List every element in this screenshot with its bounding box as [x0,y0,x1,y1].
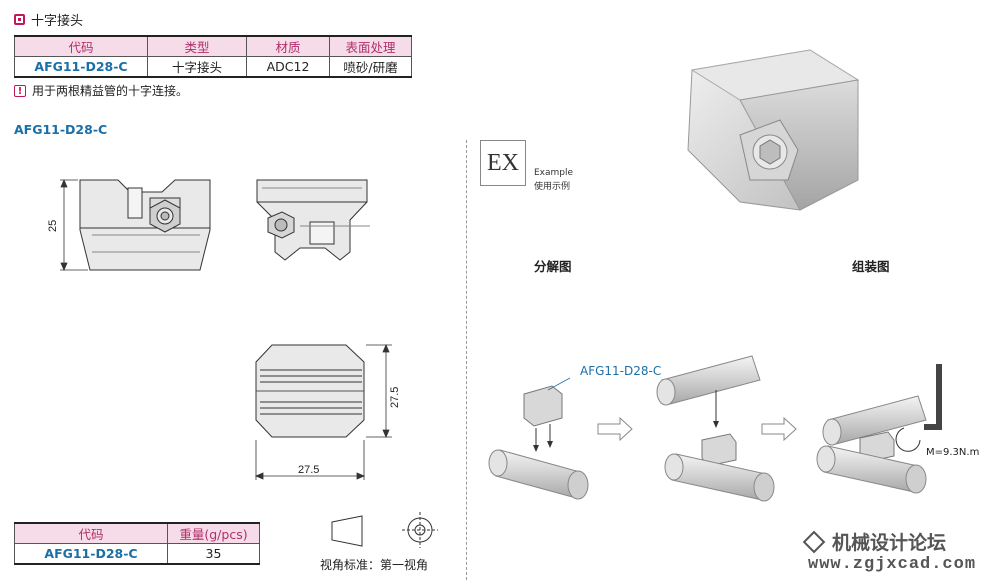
section-marker-icon [14,14,25,25]
watermark-diamond-icon [802,530,826,553]
spec-header-type: 类型 [147,35,247,57]
spec-cell-code: AFG11-D28-C [14,56,148,78]
step-arrow-2 [761,416,797,442]
weight-cell-value: 35 [167,543,260,565]
assembly-step-2 [656,355,775,502]
torque-label: M=9.3N.m [926,447,980,458]
weight-header-code: 代码 [14,522,168,544]
spec-header-material: 材质 [246,35,330,57]
table-row: AFG11-D28-C 35 [14,543,260,565]
spec-header-surface: 表面处理 [329,35,412,57]
example-badge: EX [480,140,526,186]
top-view-drawing [256,179,370,261]
section-title: 十字接头 [14,10,83,29]
spec-cell-material: ADC12 [246,56,330,78]
watermark-url: www.zgjxcad.com [808,555,977,574]
weight-header-weight: 重量(g/pcs) [167,522,260,544]
weight-cell-code: AFG11-D28-C [14,543,168,565]
drawing-title: AFG11-D28-C [14,122,108,137]
assembly-step-1 [488,377,589,500]
width-dimension [254,440,366,480]
warning-icon: ! [14,84,26,97]
example-label-en: Example [534,168,574,178]
caption-assembled: 组装图 [852,259,890,274]
height-dimension-label: 25 [47,220,59,232]
height-dimension [60,178,88,272]
watermark-logo: 机械设计论坛 [802,528,947,555]
step-arrow-1 [597,416,633,442]
first-angle-projection-icon [331,512,438,548]
side-view-drawing [255,344,365,438]
assembly-illustration [488,355,942,502]
width-dimension-label: 27.5 [298,464,319,476]
example-label-cn: 使用示例 [534,182,571,192]
spec-cell-type: 十字接头 [147,56,247,78]
section-title-text: 十字接头 [31,14,84,29]
assembly-step-3 [816,364,942,494]
caption-exploded: 分解图 [534,259,572,274]
front-view-drawing [79,179,211,271]
watermark-name: 机械设计论坛 [832,532,947,554]
hex-key-icon [924,364,942,430]
section-divider [466,140,467,580]
side-height-dimension [366,343,392,439]
usage-note: ! 用于两根精益管的十字连接。 [14,82,188,99]
usage-note-text: 用于两根精益管的十字连接。 [32,84,189,98]
table-row: AFG11-D28-C 十字接头 ADC12 喷砂/研磨 [14,56,412,78]
weight-table-header: 代码 重量(g/pcs) [14,522,260,544]
spec-table-header: 代码 类型 材质 表面处理 [14,35,412,57]
spec-table: 代码 类型 材质 表面处理 AFG11-D28-C 十字接头 ADC12 喷砂/… [14,35,412,78]
technical-drawings: 25 27.5 27.5 [47,178,438,548]
product-render [687,49,860,211]
weight-table: 代码 重量(g/pcs) AFG11-D28-C 35 [14,522,260,565]
assembly-part-label: AFG11-D28-C [580,364,662,378]
spec-header-code: 代码 [14,35,148,57]
projection-label: 视角标准：第一视角 [320,558,429,572]
spec-cell-surface: 喷砂/研磨 [329,56,412,78]
side-dimension-label: 27.5 [389,387,401,408]
